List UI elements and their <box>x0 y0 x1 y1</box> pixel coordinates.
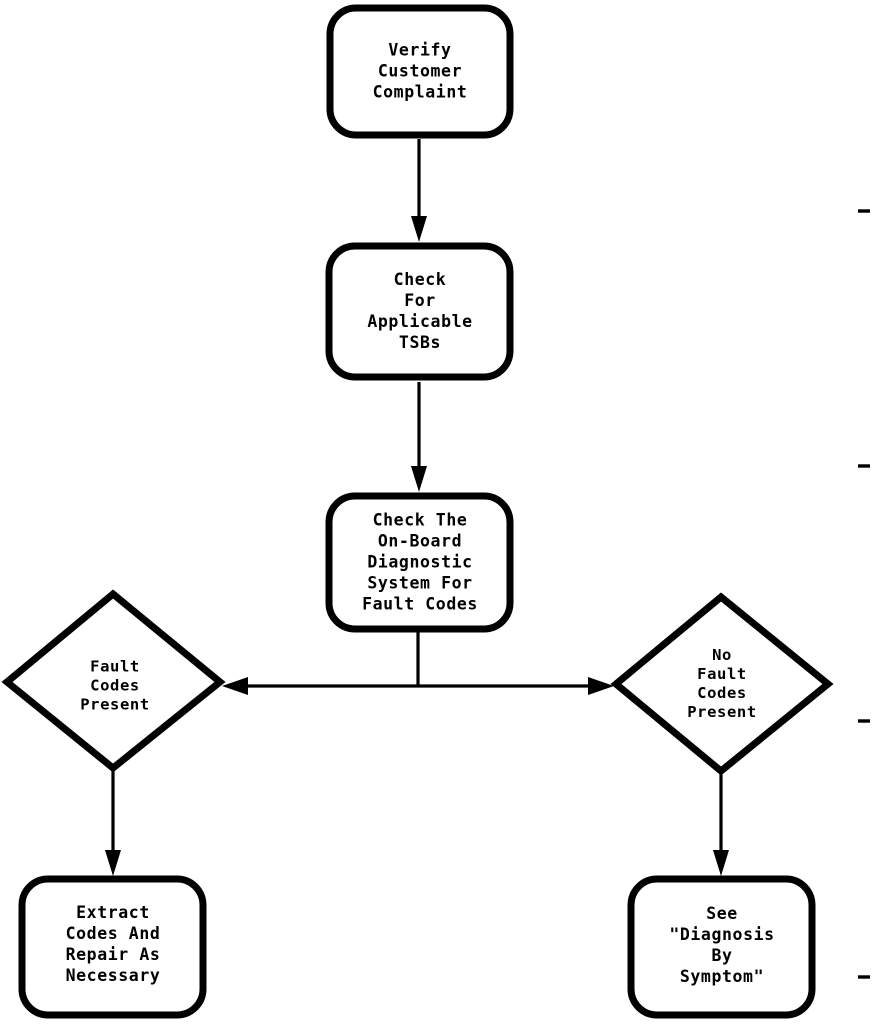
edge-verify-to-tsbs <box>411 139 427 242</box>
node-label-see-diagnosis-by-symptom: See "Diagnosis By Symptom" <box>669 904 775 986</box>
node-extract-codes-and-repair <box>18 875 207 1019</box>
node-check-on-board-diagnostic-system <box>325 492 514 633</box>
edge-obd-to-no-fault-codes <box>418 677 614 695</box>
node-fault-codes-present <box>1 589 226 773</box>
node-label-no-fault-codes-present: No Fault Codes Present <box>687 646 757 721</box>
edge-fault-codes-to-extract <box>105 770 121 876</box>
edge-no-fault-codes-to-symptom <box>713 773 729 876</box>
node-check-for-applicable-tsbs <box>325 242 514 381</box>
node-label-fault-codes-present: Fault Codes Present <box>80 657 150 714</box>
node-no-fault-codes-present <box>610 592 834 776</box>
node-see-diagnosis-by-symptom <box>627 875 816 1019</box>
node-label-check-for-applicable-tsbs: Check For Applicable TSBs <box>367 270 473 352</box>
edge-tsbs-to-obd <box>411 382 427 492</box>
node-label-check-on-board-diagnostic-system: Check The On-Board Diagnostic System For… <box>362 510 478 614</box>
node-label-extract-codes-and-repair: Extract Codes And Repair As Necessary <box>65 903 161 985</box>
node-verify-customer-complaint <box>326 4 514 139</box>
page-edge-tick-marks <box>858 209 870 979</box>
edge-obd-to-fault-codes <box>222 677 418 695</box>
node-label-verify-customer-complaint: Verify Customer Complaint <box>372 40 468 102</box>
